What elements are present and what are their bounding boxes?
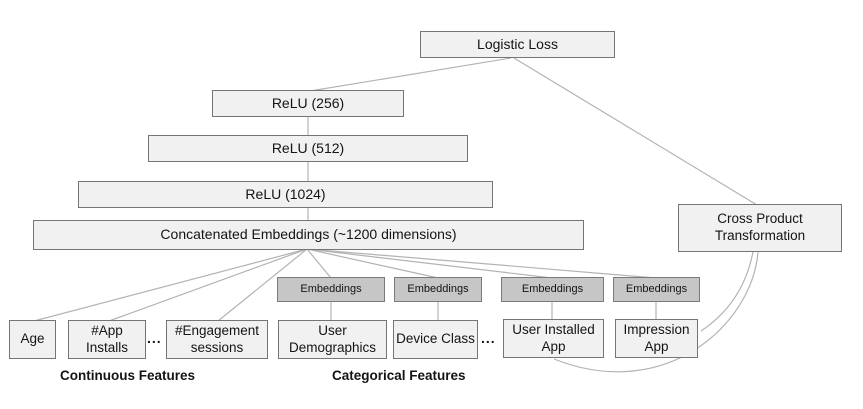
node-embedding-device-class: Embeddings	[394, 277, 482, 302]
node-embedding-user-installed-app: Embeddings	[501, 277, 604, 302]
node-feature-user-demographics: User Demographics	[278, 320, 387, 359]
embedding-label: Embeddings	[407, 282, 469, 295]
node-relu-256: ReLU (256)	[212, 90, 404, 117]
node-embedding-impression-app: Embeddings	[613, 277, 700, 302]
feature-label: User Installed App	[512, 321, 595, 354]
connector-concat-embedding3	[306, 248, 553, 279]
embedding-label: Embeddings	[300, 282, 362, 295]
node-feature-engagement-sessions: #Engagement sessions	[166, 320, 268, 359]
feature-label: User Demographics	[288, 322, 377, 355]
node-cross-product-transformation: Cross Product Transformation	[678, 204, 842, 252]
embedding-label: Embeddings	[625, 282, 688, 295]
node-embedding-user-demographics: Embeddings	[277, 277, 385, 302]
connector-concat-embedding1	[306, 248, 332, 279]
node-relu-512-label: ReLU (512)	[271, 139, 345, 156]
connector-concat-embedding4	[306, 248, 657, 279]
group-label-continuous-features: Continuous Features	[60, 368, 196, 383]
connector-loss-to-crossproduct	[513, 57, 758, 206]
node-feature-impression-app: Impression App	[615, 319, 698, 358]
connector-loss-to-relu256	[309, 57, 512, 92]
node-relu-1024-label: ReLU (1024)	[245, 185, 326, 202]
node-logistic-loss-label: Logistic Loss	[477, 35, 558, 52]
feature-label: Age	[20, 331, 45, 347]
node-concatenated-embeddings-label: Concatenated Embeddings (~1200 dimension…	[160, 226, 457, 243]
node-cross-product-transformation-label: Cross Product Transformation	[714, 211, 806, 243]
feature-label: #App Installs	[85, 322, 129, 355]
feature-label: Impression App	[623, 321, 690, 354]
node-concatenated-embeddings: Concatenated Embeddings (~1200 dimension…	[33, 220, 584, 250]
node-feature-user-installed-app: User Installed App	[503, 319, 604, 358]
ellipsis-categorical: ...	[481, 330, 496, 346]
node-feature-device-class: Device Class	[393, 320, 478, 359]
group-label-categorical-features: Categorical Features	[332, 368, 466, 383]
connector-concat-engagement	[217, 248, 308, 322]
node-feature-app-installs: #App Installs	[68, 320, 146, 359]
node-relu-256-label: ReLU (256)	[271, 94, 345, 111]
node-relu-1024: ReLU (1024)	[78, 181, 493, 208]
ellipsis-continuous: ...	[147, 330, 162, 346]
node-feature-age: Age	[9, 320, 56, 359]
node-logistic-loss: Logistic Loss	[420, 31, 615, 58]
feature-label: #Engagement sessions	[174, 322, 260, 355]
node-relu-512: ReLU (512)	[148, 135, 468, 162]
embedding-label: Embeddings	[521, 282, 584, 295]
connector-concat-appinstalls	[108, 248, 308, 322]
connector-concat-age	[33, 248, 308, 322]
feature-label: Device Class	[396, 331, 475, 347]
connector-concat-embedding2	[306, 248, 439, 279]
connector-crossproduct-impression-curve	[700, 251, 754, 332]
